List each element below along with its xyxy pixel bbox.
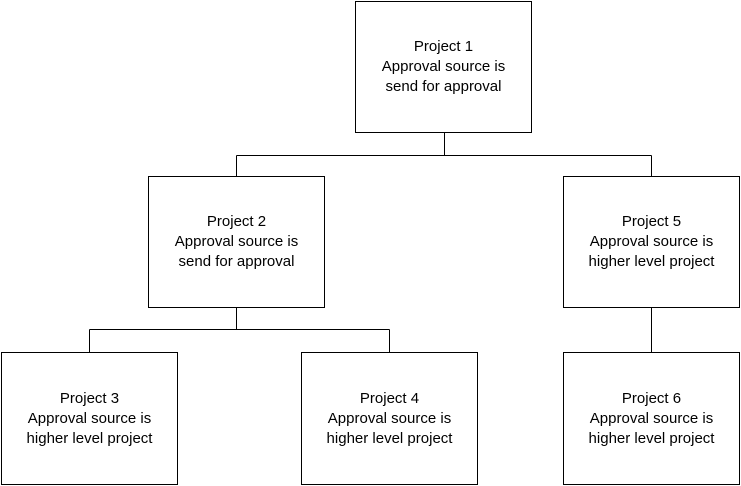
node-text-line: higher level project xyxy=(26,429,153,447)
node-text-line: Approval source is xyxy=(27,409,152,427)
node-title: Project 4 xyxy=(359,389,420,407)
node-text-line: Approval source is xyxy=(174,233,299,250)
node-text-line: higher level project xyxy=(588,429,715,447)
node-text-line: send for approval xyxy=(385,78,502,95)
node-title: Project 1 xyxy=(413,38,474,55)
node-title: Project 5 xyxy=(621,213,682,230)
node-text-line: send for approval xyxy=(178,253,295,270)
node-title: Project 2 xyxy=(206,213,267,230)
node-text-line: Approval source is xyxy=(589,409,714,427)
node-project-1: Project 1 Approval source is send for ap… xyxy=(355,1,532,133)
node-project-3: Project 3 Approval source is higher leve… xyxy=(1,352,178,485)
node-project-6: Project 6 Approval source is higher leve… xyxy=(563,352,740,485)
node-text-line: Approval source is xyxy=(327,409,452,427)
node-text-line: Approval source is xyxy=(381,58,506,75)
node-project-5: Project 5 Approval source is higher leve… xyxy=(563,176,740,308)
node-title: Project 6 xyxy=(621,389,682,407)
node-title: Project 3 xyxy=(59,389,120,407)
node-project-2: Project 2 Approval source is send for ap… xyxy=(148,176,325,308)
node-text-line: higher level project xyxy=(588,253,715,270)
node-text-line: Approval source is xyxy=(589,233,714,250)
node-text-line: higher level project xyxy=(326,429,453,447)
node-project-4: Project 4 Approval source is higher leve… xyxy=(301,352,478,485)
